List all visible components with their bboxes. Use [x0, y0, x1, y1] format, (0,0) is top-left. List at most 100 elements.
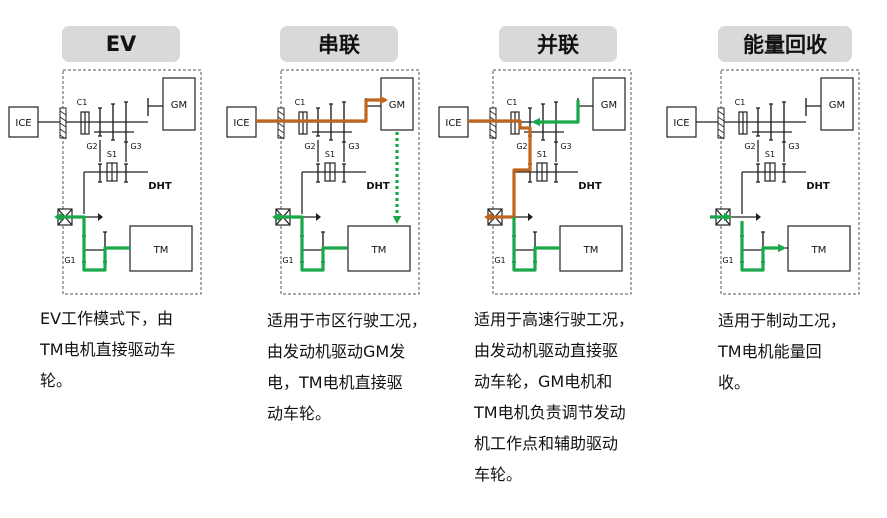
g3-label: G3 — [560, 142, 571, 151]
g2-label: G2 — [304, 142, 315, 151]
gm-label: GM — [171, 100, 187, 111]
engine-flow — [468, 119, 532, 219]
description-line: 由发动机驱动直接驱 — [474, 341, 619, 360]
electric-flow — [274, 215, 348, 272]
description-line: 收。 — [718, 373, 751, 392]
dht-housing — [280, 69, 420, 295]
description-line: 由发动机驱动GM发 — [267, 342, 406, 361]
damper-hatch — [277, 110, 285, 116]
description-series: 适用于市区行驶工况， 由发动机驱动GM发 电，TM电机直接驱 动车轮。 — [267, 305, 427, 429]
damper-hatch — [489, 128, 497, 134]
s1-label: S1 — [107, 150, 117, 159]
damper-hatch — [59, 116, 67, 122]
damper-hatch — [717, 110, 725, 116]
description-regen: 适用于制动工况， TM电机能量回 收。 — [718, 305, 846, 398]
c1-label: C1 — [735, 98, 746, 107]
description-line: 动车轮，GM电机和 — [474, 372, 613, 391]
g3-label: G3 — [788, 142, 799, 151]
gm-box — [162, 77, 196, 131]
damper — [277, 107, 285, 139]
gm-flow-arrow — [532, 117, 540, 127]
dht-label: DHT — [578, 181, 602, 192]
damper-hatch — [717, 128, 725, 134]
g2-label: G2 — [744, 142, 755, 151]
damper-hatch — [59, 110, 67, 116]
generation-flow-arrow — [392, 216, 402, 224]
engine-flow — [256, 98, 386, 123]
dht-label: DHT — [806, 181, 830, 192]
axle-arrow — [756, 213, 761, 221]
description-line: EV工作模式下，由 — [40, 309, 174, 328]
tm-box — [787, 225, 851, 272]
ice-box — [666, 106, 697, 138]
dht-housing — [492, 69, 632, 295]
g3-label: G3 — [130, 142, 141, 151]
tm-box — [559, 225, 623, 272]
gm-box — [380, 77, 414, 131]
tm-label: TM — [583, 245, 599, 256]
g1-label: G1 — [494, 256, 505, 265]
c1-label: C1 — [295, 98, 306, 107]
g1-label: G1 — [722, 256, 733, 265]
regen-flow-arrow — [778, 243, 786, 253]
description-line: 动车轮。 — [267, 404, 332, 423]
electric-flow — [512, 217, 560, 272]
gm-label: GM — [601, 100, 617, 111]
dht-housing — [62, 69, 202, 295]
g2-label: G2 — [86, 142, 97, 151]
wheel-flow-arrow — [724, 212, 732, 222]
dht-label: DHT — [148, 181, 172, 192]
damper-hatch — [489, 134, 497, 140]
gm-label: GM — [389, 100, 405, 111]
engine-flow-arrow — [380, 95, 388, 105]
damper-hatch — [59, 134, 67, 140]
regen-flow — [740, 221, 784, 272]
axle-arrow — [528, 213, 533, 221]
gm-box — [820, 77, 854, 131]
description-line: 轮。 — [40, 371, 73, 390]
ice-label: ICE — [233, 118, 249, 129]
tm-label: TM — [371, 245, 387, 256]
description-line: TM电机负责调节发动 — [474, 403, 626, 422]
damper-hatch — [277, 122, 285, 128]
description-parallel: 适用于高速行驶工况， 由发动机驱动直接驱 动车轮，GM电机和 TM电机负责调节发… — [474, 304, 634, 490]
ice-label: ICE — [15, 118, 31, 129]
s1-label: S1 — [765, 150, 775, 159]
c1-label: C1 — [507, 98, 518, 107]
description-ev: EV工作模式下，由 TM电机直接驱动车 轮。 — [40, 303, 176, 396]
damper-hatch — [489, 110, 497, 116]
damper-hatch — [717, 116, 725, 122]
g2-label: G2 — [516, 142, 527, 151]
description-line: 适用于市区行驶工况， — [267, 311, 428, 330]
description-line: TM电机能量回 — [718, 342, 822, 361]
description-line: 适用于高速行驶工况， — [474, 310, 635, 329]
damper-hatch — [277, 128, 285, 134]
s1-label: S1 — [325, 150, 335, 159]
description-line: 机工作点和辅助驱动 — [474, 434, 619, 453]
damper — [489, 107, 497, 139]
mode-title-parallel: 并联 — [499, 26, 617, 62]
axle-arrow — [98, 213, 103, 221]
ice-label: ICE — [445, 118, 461, 129]
dht-label: DHT — [366, 181, 390, 192]
description-line: 车轮。 — [474, 465, 523, 484]
gm-box — [592, 77, 626, 131]
damper-hatch — [489, 122, 497, 128]
g3-label: G3 — [348, 142, 359, 151]
gm-label: GM — [829, 100, 845, 111]
tm-label: TM — [153, 245, 169, 256]
damper — [59, 107, 67, 139]
g1-label: G1 — [282, 256, 293, 265]
dht-housing — [720, 69, 860, 295]
s1-label: S1 — [537, 150, 547, 159]
damper-hatch — [717, 122, 725, 128]
mode-title-ev: EV — [62, 26, 180, 62]
mode-title-series: 串联 — [280, 26, 398, 62]
damper-hatch — [277, 134, 285, 140]
c1-label: C1 — [77, 98, 88, 107]
electric-flow-arrow — [272, 212, 280, 222]
